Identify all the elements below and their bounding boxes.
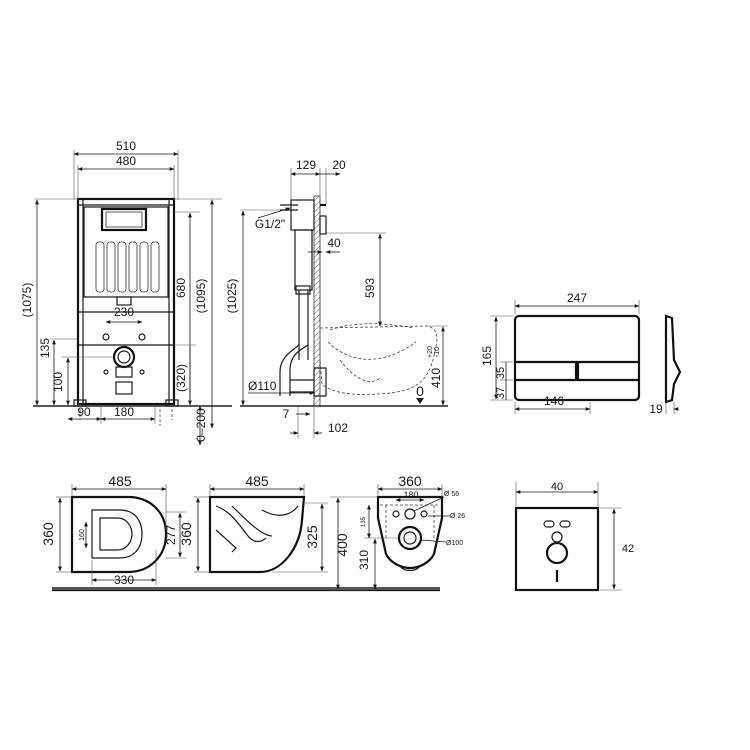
dim-247: 247	[567, 291, 587, 305]
dim-180: 180	[114, 405, 134, 419]
dim-40: 40	[327, 236, 341, 250]
dim-37: 37	[495, 387, 507, 399]
drain-connector	[112, 345, 136, 369]
dim-129: 129	[296, 158, 316, 172]
tol-minus: -10	[434, 347, 441, 357]
dim-480: 480	[116, 154, 136, 168]
dim-110: Ø110	[248, 379, 277, 393]
dim-135-back: 135	[361, 516, 367, 527]
dim-165: 165	[480, 346, 494, 366]
dim-320: (320)	[174, 364, 188, 392]
dim-1095: (1095)	[194, 279, 208, 314]
dim-400: 400	[334, 533, 350, 557]
dim-1025: (1025)	[225, 279, 239, 314]
dim-56: Ø 56	[444, 491, 459, 498]
dim-485-side: 485	[245, 473, 269, 489]
dim-100: 100	[51, 372, 65, 392]
dim-180-back: 180	[403, 490, 418, 500]
dim-680: 680	[174, 278, 188, 298]
dim-160: 160	[79, 529, 86, 541]
dim-360-back: 360	[398, 473, 422, 489]
flush-plate: 247 165 35 37 146 19	[480, 291, 682, 416]
dim-510: 510	[116, 139, 136, 153]
frame-outline	[76, 197, 176, 406]
dim-135: 135	[38, 338, 52, 358]
dim-230: 230	[114, 305, 134, 319]
dim-19: 19	[649, 402, 663, 416]
tol-plus: +20	[427, 346, 434, 358]
dim-310: 310	[357, 550, 371, 570]
bowl-back-outline	[376, 495, 444, 570]
dim-593: 593	[363, 278, 377, 298]
dim-100-back: Ø100	[446, 540, 463, 547]
bowl-top-outline	[70, 495, 168, 574]
thread-g12: G1/2"	[255, 217, 285, 231]
sound-pad: 40 42	[514, 481, 634, 592]
dim-20: 20	[332, 158, 346, 172]
bowl-side-outline	[208, 495, 306, 574]
flush-plate-outline	[513, 314, 641, 402]
dim-146: 146	[544, 394, 564, 408]
sound-pad-outline	[514, 506, 600, 592]
bowl-side-view: 485 360 325	[178, 473, 328, 574]
dim-102: 102	[328, 421, 348, 435]
flush-plate-profile	[664, 314, 682, 404]
front-view: 510 480 (1075) 135 100 680 (1095) (320) …	[20, 139, 232, 446]
dim-42-pad: 42	[622, 543, 634, 555]
side-view: 0 129 20 G1/2" 40 (1025) 593 410 +20 -10…	[225, 158, 448, 438]
bowl-back-view: 360 180 Ø 56 Ø 26 Ø100 135 400 310	[330, 473, 465, 591]
bowl-top-view: 485 360 160 277 330	[40, 473, 440, 592]
dim-360-top: 360	[40, 522, 56, 546]
dim-7: 7	[283, 407, 290, 421]
dim-277: 277	[164, 525, 178, 545]
dim-40-pad: 40	[551, 481, 563, 493]
dim-1075: (1075)	[20, 283, 34, 318]
dim-330: 330	[114, 573, 134, 587]
dim-325: 325	[304, 525, 320, 549]
dim-0-200: 0–200	[194, 408, 208, 442]
dim-485-top: 485	[108, 473, 132, 489]
dim-360-side: 360	[178, 522, 194, 546]
zero-level: 0	[416, 383, 424, 399]
dim-35: 35	[495, 367, 507, 379]
dim-26: Ø 26	[450, 513, 465, 520]
dim-410: 410	[429, 368, 443, 388]
dim-90: 90	[77, 405, 91, 419]
flush-opening	[100, 207, 148, 232]
